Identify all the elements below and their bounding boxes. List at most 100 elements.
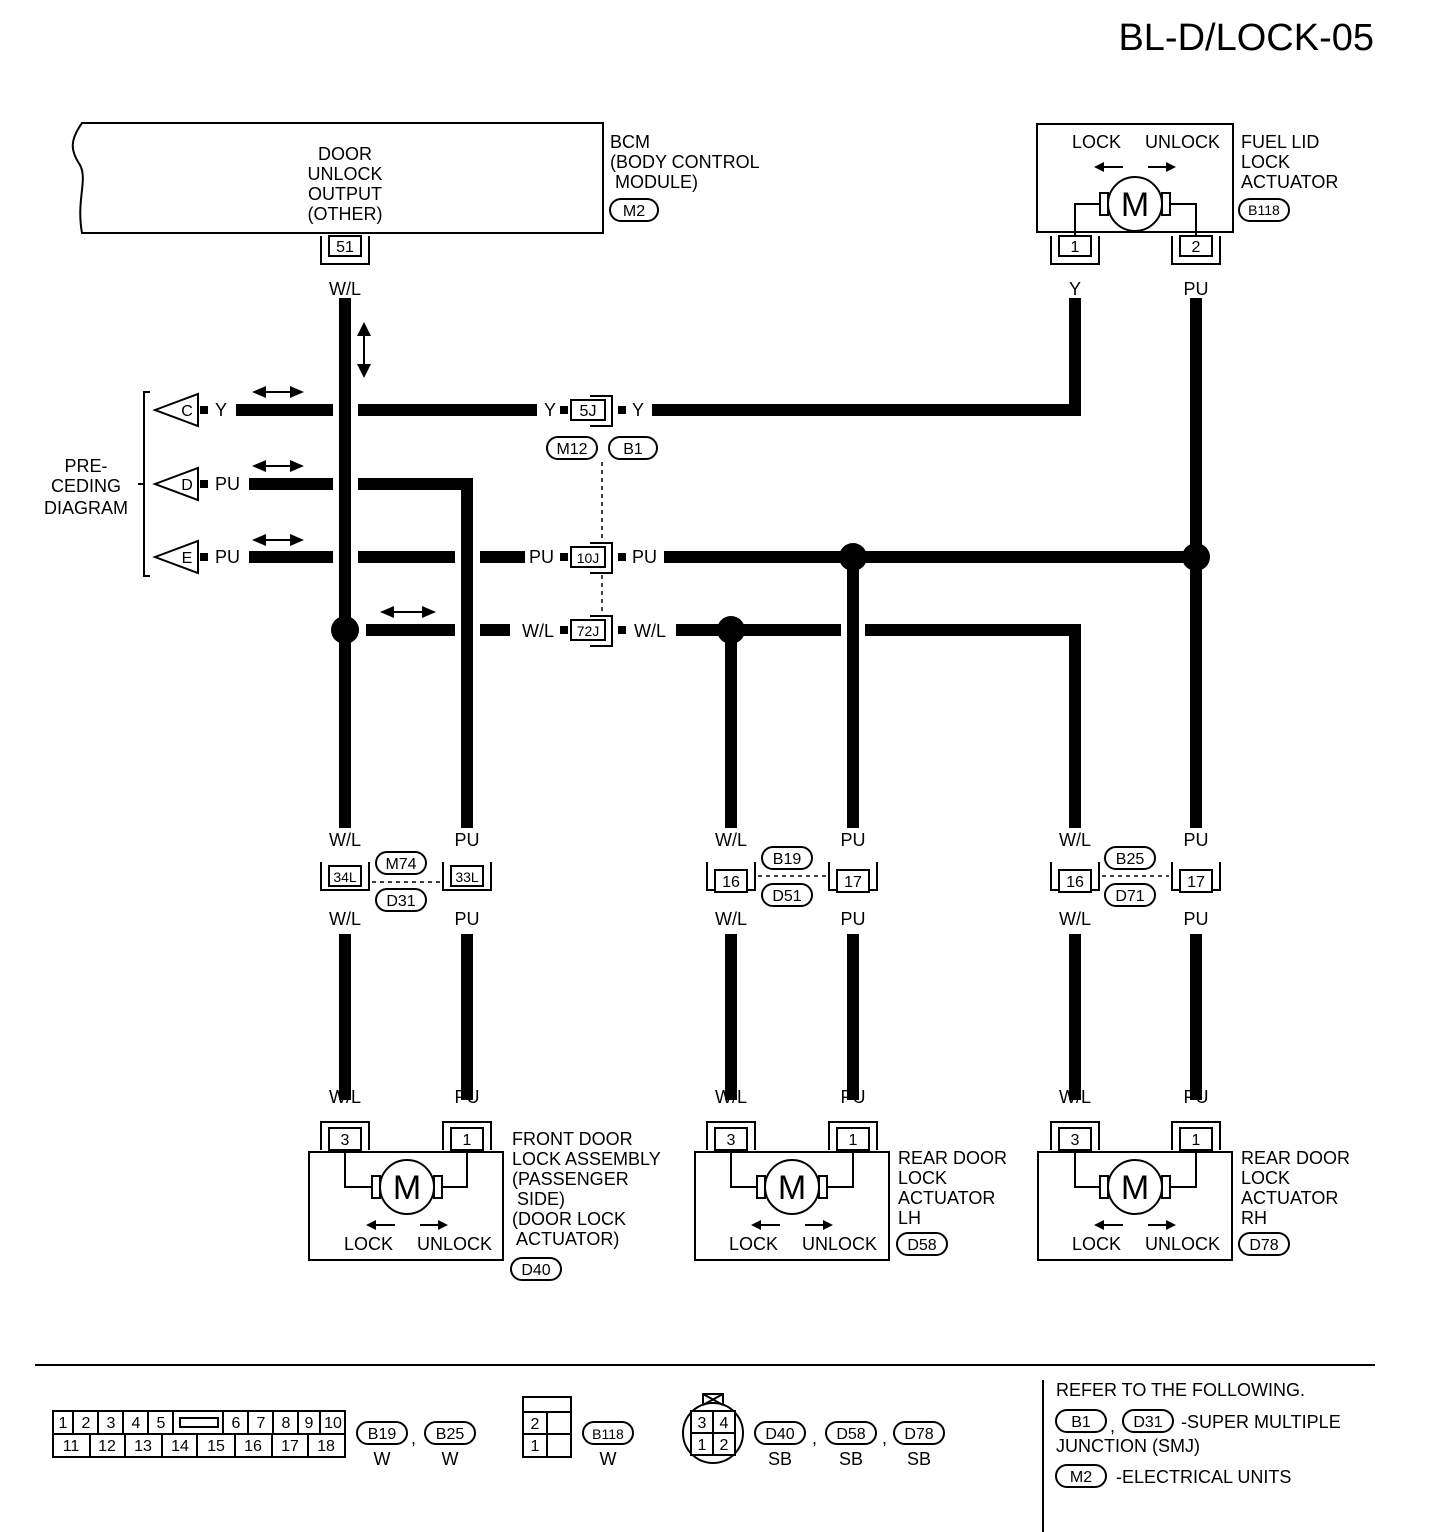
fuel-lid-actuator: LOCK UNLOCK M FUEL LID LOCK ACTUATOR B11… — [1036, 123, 1338, 265]
rear-door-lock-actuator-lh: W/L PU 3 1 M LOCK UNLOCK REAR DOOR LOCK … — [694, 1087, 1007, 1261]
junction-conn-m12: M12 — [556, 441, 587, 458]
pin-7: 7 — [257, 1415, 266, 1432]
front-name-5: (DOOR LOCK — [512, 1209, 626, 1229]
rearlh-unlock-label: UNLOCK — [802, 1234, 877, 1254]
refer-b1: B1 — [1071, 1414, 1091, 1431]
inline-a-wl-bottom: W/L — [329, 909, 361, 929]
connector-face-4pin: 3 4 1 2 — [682, 1393, 744, 1464]
rearrh-motor-label: M — [1121, 1169, 1149, 1207]
double-arrow-horizontal-icon — [252, 386, 436, 618]
wire-label-y-c: Y — [215, 400, 227, 420]
front-conn: D40 — [521, 1262, 550, 1279]
wire-label-wl-bcm: W/L — [329, 279, 361, 299]
pin-11: 11 — [63, 1438, 80, 1455]
pin2-top: 2 — [531, 1416, 540, 1433]
bcm-name-2: (BODY CONTROL — [610, 152, 760, 172]
rearrh-conn: D78 — [1249, 1237, 1278, 1254]
pin-14: 14 — [171, 1438, 189, 1455]
front-lock-label: LOCK — [344, 1234, 393, 1254]
refer-comma: , — [1110, 1416, 1115, 1436]
wire-label-pu-10j-left: PU — [529, 547, 554, 567]
bcm-func-1: DOOR — [318, 144, 372, 164]
refer-eu: -ELECTRICAL UNITS — [1116, 1467, 1291, 1487]
preceding-1: PRE- — [64, 456, 107, 476]
inline-c-pu-bottom: PU — [1183, 909, 1208, 929]
rearrh-pu-label: PU — [1183, 1087, 1208, 1107]
preceding-3: DIAGRAM — [44, 498, 128, 518]
front-pin-right: 1 — [463, 1132, 472, 1149]
legend-d58-color: SB — [839, 1449, 863, 1469]
rearrh-wl-label: W/L — [1059, 1087, 1091, 1107]
junction-connectors: Y 5J Y M12 B1 PU 10J PU W/L 72J W/L — [522, 395, 666, 647]
front-name-4: SIDE) — [512, 1189, 565, 1209]
pin-1: 1 — [59, 1415, 68, 1432]
refer-smj-1: -SUPER MULTIPLE — [1181, 1412, 1341, 1432]
rearlh-pin-left: 3 — [727, 1132, 736, 1149]
front-name-1: FRONT DOOR — [512, 1129, 633, 1149]
legend-b25-color: W — [442, 1449, 459, 1469]
wire-label-wl-72j-right: W/L — [634, 621, 666, 641]
legend-d40: D40 — [765, 1426, 794, 1443]
inline-c-wl-top: W/L — [1059, 830, 1091, 850]
arrow-d-label: D — [181, 477, 193, 494]
arrow-e-label: E — [182, 550, 193, 567]
inline-c-top-conn: B25 — [1116, 851, 1145, 868]
fuel-lock-label: LOCK — [1072, 132, 1121, 152]
inline-a-bottom-conn: D31 — [386, 893, 415, 910]
legend-comma-1: , — [411, 1428, 416, 1448]
wire-label-wl-72j-left: W/L — [522, 621, 554, 641]
refer-smj-2: JUNCTION (SMJ) — [1056, 1436, 1200, 1456]
front-door-lock-assembly: W/L PU 3 1 M LOCK UNLOCK FRONT DOOR LOCK… — [308, 1087, 661, 1281]
rearrh-pin-left: 3 — [1071, 1132, 1080, 1149]
preceding-2: CEDING — [51, 476, 121, 496]
rearlh-pu-label: PU — [840, 1087, 865, 1107]
refer-m2: M2 — [1070, 1469, 1092, 1486]
inline-c-bottom-conn: D71 — [1115, 888, 1144, 905]
inline-b-right: 17 — [844, 874, 862, 891]
inline-c-left: 16 — [1066, 874, 1084, 891]
inline-b-wl-bottom: W/L — [715, 909, 747, 929]
refer-note: REFER TO THE FOLLOWING. B1 , D31 -SUPER … — [1055, 1380, 1341, 1488]
front-motor-label: M — [393, 1169, 421, 1207]
legend-d58: D58 — [836, 1426, 865, 1443]
fuel-motor-label: M — [1121, 186, 1149, 224]
inline-b-pu-top: PU — [840, 830, 865, 850]
fuel-name-3: ACTUATOR — [1241, 172, 1338, 192]
fuel-conn: B118 — [1248, 202, 1280, 218]
fuel-name-2: LOCK — [1241, 152, 1290, 172]
rearrh-name-2: LOCK — [1241, 1168, 1290, 1188]
wire-label-pu-fuel: PU — [1183, 279, 1208, 299]
rearrh-unlock-label: UNLOCK — [1145, 1234, 1220, 1254]
fuel-unlock-label: UNLOCK — [1145, 132, 1220, 152]
rearlh-name-3: ACTUATOR — [898, 1188, 995, 1208]
front-unlock-label: UNLOCK — [417, 1234, 492, 1254]
bcm-module: DOOR UNLOCK OUTPUT (OTHER) BCM (BODY CON… — [71, 122, 760, 265]
pin-5: 5 — [157, 1415, 166, 1432]
pin-12: 12 — [98, 1438, 116, 1455]
bcm-func-2: UNLOCK — [307, 164, 382, 184]
rearlh-pin-right: 1 — [849, 1132, 858, 1149]
wire-label-y-5j-left: Y — [544, 400, 556, 420]
double-arrow-vertical-icon — [357, 322, 371, 378]
rearlh-name-4: LH — [898, 1208, 921, 1228]
rearlh-wl-label: W/L — [715, 1087, 747, 1107]
refer-title: REFER TO THE FOLLOWING. — [1056, 1380, 1305, 1400]
rearlh-motor-label: M — [778, 1169, 806, 1207]
rearrh-name-3: ACTUATOR — [1241, 1188, 1338, 1208]
wires — [236, 298, 1210, 1100]
pin-15: 15 — [207, 1438, 225, 1455]
rearrh-name-4: RH — [1241, 1208, 1267, 1228]
pin4-1: 1 — [698, 1437, 707, 1454]
rearrh-pin-right: 1 — [1192, 1132, 1201, 1149]
rearrh-lock-label: LOCK — [1072, 1234, 1121, 1254]
legend-b19-color: W — [374, 1449, 391, 1469]
pin-2: 2 — [82, 1415, 91, 1432]
pin4-3: 3 — [698, 1415, 707, 1432]
legend-b19: B19 — [368, 1426, 397, 1443]
legend-b25: B25 — [436, 1426, 465, 1443]
pin-6: 6 — [232, 1415, 241, 1432]
legend-d78: D78 — [904, 1426, 933, 1443]
connector-face-18pin: 1 2 3 4 5 6 7 8 9 10 11 12 13 14 15 16 1… — [52, 1410, 346, 1458]
pin-17: 17 — [281, 1438, 299, 1455]
